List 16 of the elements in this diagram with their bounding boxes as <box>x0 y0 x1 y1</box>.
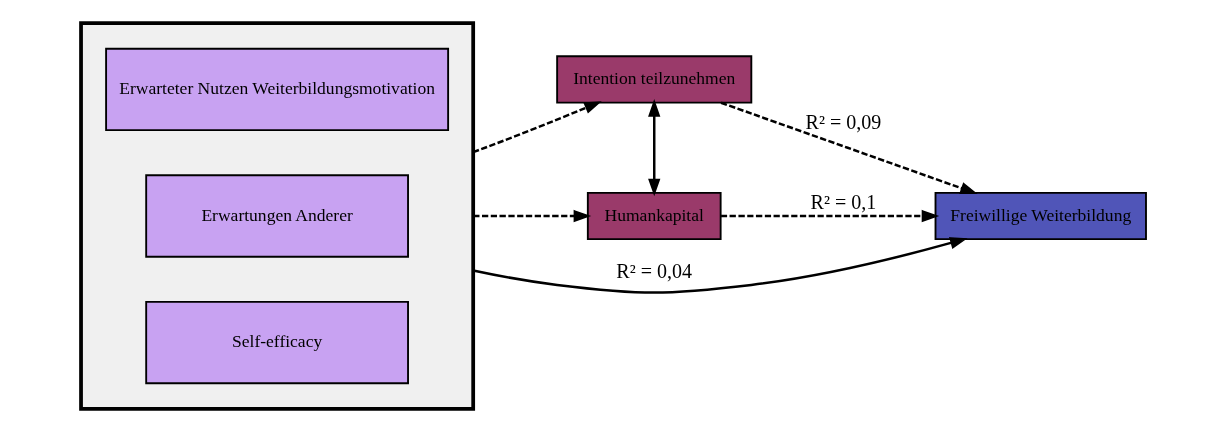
arrow <box>472 237 968 294</box>
edge-label: R² = 0,04 <box>616 260 693 283</box>
arrow <box>648 99 661 197</box>
node-box: Erwarteter Nutzen Weiterbildungsmotivation <box>105 47 450 132</box>
edge-label: R² = 0,1 <box>810 191 877 214</box>
cluster <box>79 21 476 411</box>
node-box: Humankapital <box>586 191 722 241</box>
arrow <box>721 209 940 223</box>
arrow <box>473 209 592 223</box>
node-box: Self-efficacy <box>145 300 409 385</box>
edge-label: R² = 0,09 <box>805 111 882 134</box>
arrow <box>472 101 602 154</box>
arrow <box>720 101 978 195</box>
node-box: Erwartungen Anderer <box>145 174 409 258</box>
node-box: Freiwillige Weiterbildung <box>934 191 1147 241</box>
node-box: Intention teilzunehmen <box>556 55 753 104</box>
